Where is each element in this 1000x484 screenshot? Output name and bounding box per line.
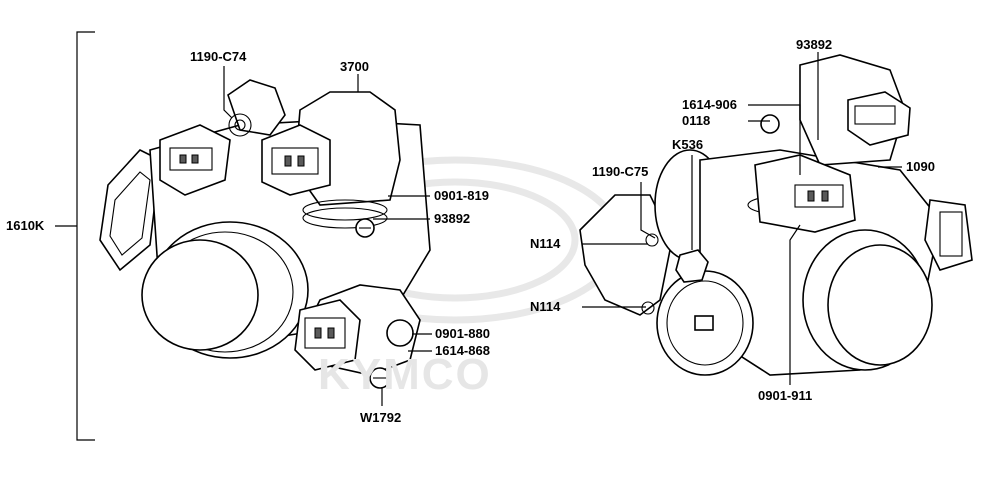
callout-93892-right: 93892: [796, 37, 833, 52]
callout-1610k: 1610K: [6, 218, 45, 233]
callout-k536: K536: [672, 137, 704, 152]
callout-n114-upper: N114: [530, 236, 561, 251]
callout-1190-c74: 1190-C74: [190, 49, 247, 64]
throttle-body-right: [579, 54, 973, 376]
callout-w1792: W1792: [360, 410, 402, 425]
leader-lines: [55, 31, 902, 441]
callout-0901-880: 0901-880: [435, 326, 490, 341]
callout-n114-lower: N114: [530, 299, 561, 314]
throttle-body-left: [99, 79, 431, 389]
callout-1190-c75: 1190-C75: [592, 164, 649, 179]
callout-3700: 3700: [340, 59, 369, 74]
callout-1090: 1090: [906, 159, 935, 174]
callout-93892-left: 93892: [434, 211, 471, 226]
callout-1614-868: 1614-868: [435, 343, 490, 358]
callout-0118: 0118: [682, 113, 711, 128]
callout-0901-911: 0901-911: [758, 388, 813, 403]
watermark-text: KYMCO: [318, 350, 492, 399]
callout-0901-819: 0901-819: [434, 188, 489, 203]
callout-1614-906: 1614-906: [682, 97, 737, 112]
